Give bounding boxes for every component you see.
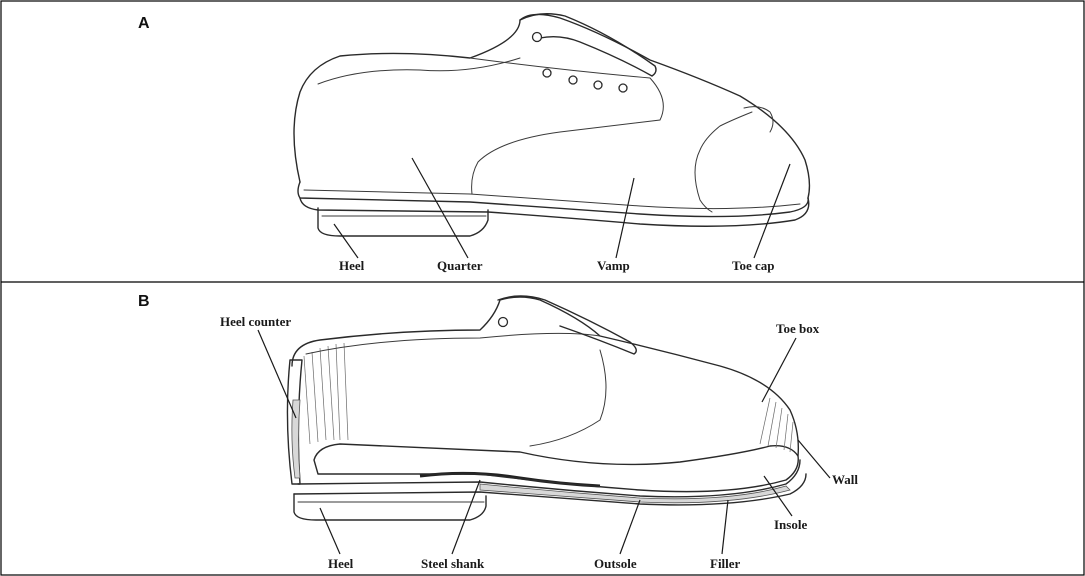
label-toe-box: Toe box [776, 321, 820, 336]
interior-hatching [304, 343, 348, 444]
vamp-interior-line [530, 350, 606, 446]
heel-leader-b [320, 508, 340, 554]
panel-b-shoe-cutaway [287, 296, 806, 520]
panel-b-letter: B [138, 293, 150, 310]
eyelet [619, 84, 627, 92]
label-heel-counter: Heel counter [220, 314, 291, 329]
toe-cap-leader [754, 164, 790, 258]
quarter-seam [470, 58, 663, 194]
outsole-edge [298, 182, 808, 217]
label-outsole: Outsole [594, 556, 637, 571]
filler-leader [722, 500, 728, 554]
eyelet [594, 81, 602, 89]
eyelet [533, 33, 542, 42]
quarter-leader [412, 158, 468, 258]
heel-leader-a [334, 224, 358, 258]
toe-cap-seam [695, 112, 752, 212]
panel-a: A [138, 14, 809, 273]
label-steel-shank: Steel shank [421, 556, 485, 571]
label-toe-cap: Toe cap [732, 258, 775, 273]
label-heel-a: Heel [339, 258, 365, 273]
label-vamp: Vamp [597, 258, 630, 273]
outsole-leader [620, 500, 640, 554]
label-filler: Filler [710, 556, 741, 571]
heel-block-b [294, 494, 486, 520]
panel-b: B [138, 293, 858, 571]
label-insole: Insole [774, 517, 807, 532]
wall-leader [798, 440, 830, 478]
toe-box-leader [762, 338, 796, 402]
steel-shank-leader [452, 480, 480, 554]
vamp-leader [616, 178, 634, 258]
eyelet-b [499, 318, 508, 327]
insole-surface [314, 444, 798, 492]
label-heel-b: Heel [328, 556, 354, 571]
eyelet [543, 69, 551, 77]
panel-a-letter: A [138, 15, 150, 32]
eyelet [569, 76, 577, 84]
panel-a-shoe-drawing [294, 14, 809, 236]
heel-counter-leader [258, 330, 296, 418]
label-wall: Wall [832, 472, 858, 487]
label-quarter: Quarter [437, 258, 483, 273]
upper-outline-b [292, 297, 798, 456]
tongue-b [498, 296, 636, 354]
upper-outline [294, 14, 809, 198]
